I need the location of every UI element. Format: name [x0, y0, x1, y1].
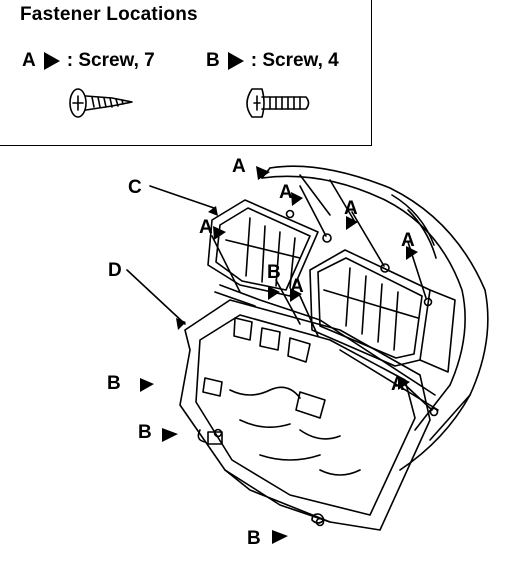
- callout-b-center: B: [267, 262, 281, 283]
- legend-entry-a: A : Screw, 7: [22, 50, 155, 72]
- machine-screw-icon: [246, 88, 310, 118]
- leader-lines: [126, 185, 433, 411]
- legend-key-a: A: [22, 50, 36, 71]
- callout-b-left-lower: B: [138, 422, 152, 443]
- legend-key-b: B: [206, 50, 220, 71]
- callout-a-right: A: [401, 230, 415, 251]
- center-bracket: [179, 284, 439, 531]
- tapping-screw-icon: [69, 88, 133, 118]
- pointer-triangle-icon: [227, 52, 244, 70]
- legend-text-a: : Screw, 7: [66, 50, 155, 71]
- callout-a-top: A: [232, 156, 246, 177]
- screw-points: [213, 209, 439, 527]
- legend-text-b: : Screw, 4: [250, 50, 339, 71]
- callout-a-upper: A: [279, 182, 293, 203]
- legend-box: [0, 0, 372, 146]
- pointer-triangle-icon: [43, 52, 60, 70]
- vent-right: [309, 249, 456, 373]
- callout-a-lower-right: A: [391, 374, 405, 395]
- callout-d: D: [108, 260, 122, 281]
- diagram-title: Fastener Locations: [20, 4, 198, 25]
- callout-a-left-vent: A: [199, 217, 213, 238]
- callout-b-left: B: [107, 373, 121, 394]
- legend-entry-b: B : Screw, 4: [206, 50, 339, 72]
- callout-a-right-upper: A: [344, 198, 358, 219]
- callout-labels: A A A A A B A A C D B B B: [107, 156, 415, 549]
- callout-b-bottom: B: [247, 528, 261, 549]
- callout-a-center: A: [290, 276, 304, 297]
- callout-c: C: [128, 177, 142, 198]
- pointer-triangles: [140, 166, 418, 544]
